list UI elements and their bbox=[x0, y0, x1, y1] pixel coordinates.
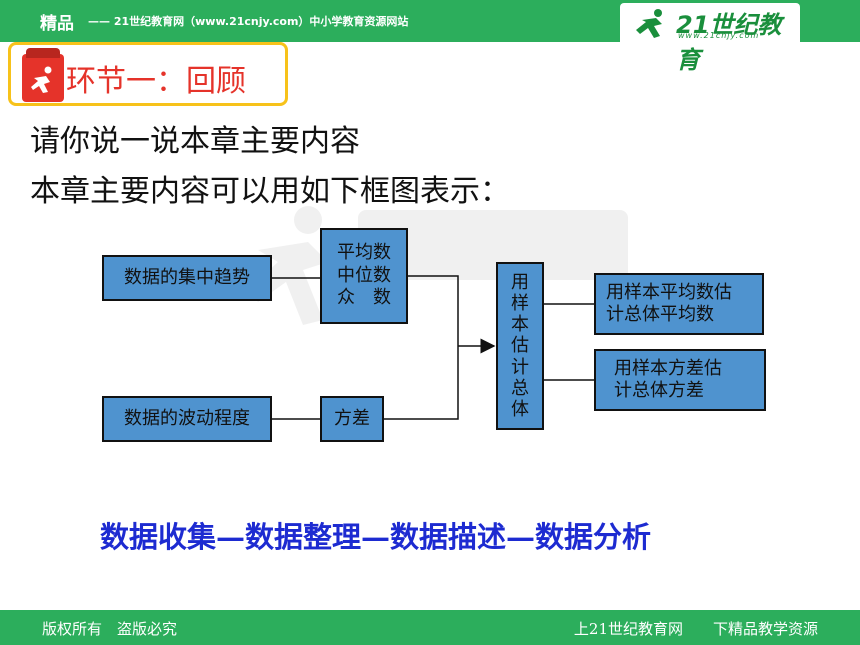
estimate-char: 总 bbox=[511, 377, 529, 399]
connector-variance-merge bbox=[384, 346, 459, 420]
measure-median: 中位数 bbox=[337, 264, 391, 286]
watermark-logo-icon bbox=[248, 206, 628, 325]
estimate-char: 用 bbox=[511, 271, 529, 293]
section-title: 环节一：回顾 bbox=[66, 64, 246, 99]
site-logo[interactable]: 21世纪教育 www.21cnjy.com bbox=[620, 3, 800, 74]
mean-estimate-line: 用样本平均数估 bbox=[606, 281, 732, 303]
box-fluctuation: 数据的波动程度 bbox=[102, 396, 272, 442]
estimate-char: 体 bbox=[511, 399, 529, 421]
logo-url: www.21cnjy.com bbox=[678, 31, 760, 40]
box-sample-estimate: 用 样 本 估 计 总 体 bbox=[496, 262, 544, 430]
variance-estimate-line: 用样本方差估 bbox=[614, 357, 722, 379]
box-mean-estimate: 用样本平均数估 计总体平均数 bbox=[594, 273, 764, 335]
estimate-char: 样 bbox=[511, 292, 529, 314]
header-brand: 精品 bbox=[40, 14, 74, 34]
section-badge bbox=[22, 48, 64, 102]
header-bar: 精品 —— 21世纪教育网（www.21cnjy.com）中小学教育资源网站 2… bbox=[0, 0, 860, 74]
runner-logo-icon bbox=[636, 9, 662, 38]
variance-estimate-line: 计总体方差 bbox=[614, 380, 704, 401]
box-variance: 方差 bbox=[320, 396, 384, 442]
intro-line: 本章主要内容可以用如下框图表示： bbox=[30, 174, 510, 209]
measure-mean: 平均数 bbox=[337, 242, 391, 264]
mean-estimate-line: 计总体平均数 bbox=[606, 304, 714, 325]
runner-icon bbox=[31, 66, 52, 93]
prompt-line: 请你说一说本章主要内容 bbox=[30, 124, 360, 159]
measure-mode: 众 数 bbox=[337, 287, 391, 309]
estimate-char: 本 bbox=[511, 314, 529, 336]
footer-bar: 版权所有 盗版必究 上21世纪教育网 下精品教学资源 bbox=[0, 610, 860, 645]
estimate-char: 估 bbox=[511, 335, 529, 357]
logo-text: 21世纪教育 bbox=[676, 11, 782, 74]
estimate-char: 计 bbox=[511, 356, 529, 378]
footer-slogan: 上21世纪教育网 下精品教学资源 bbox=[573, 620, 818, 638]
box-central-tendency: 数据的集中趋势 bbox=[102, 255, 272, 301]
process-flow-text: 数据收集—数据整理—数据描述—数据分析 bbox=[100, 520, 652, 554]
box-measures: 平均数 中位数 众 数 bbox=[320, 228, 408, 324]
connector-measures-merge bbox=[408, 275, 459, 346]
footer-copyright: 版权所有 盗版必究 bbox=[42, 620, 178, 638]
box-variance-estimate: 用样本方差估 计总体方差 bbox=[594, 349, 766, 411]
header-site-text: —— 21世纪教育网（www.21cnjy.com）中小学教育资源网站 bbox=[88, 15, 409, 28]
